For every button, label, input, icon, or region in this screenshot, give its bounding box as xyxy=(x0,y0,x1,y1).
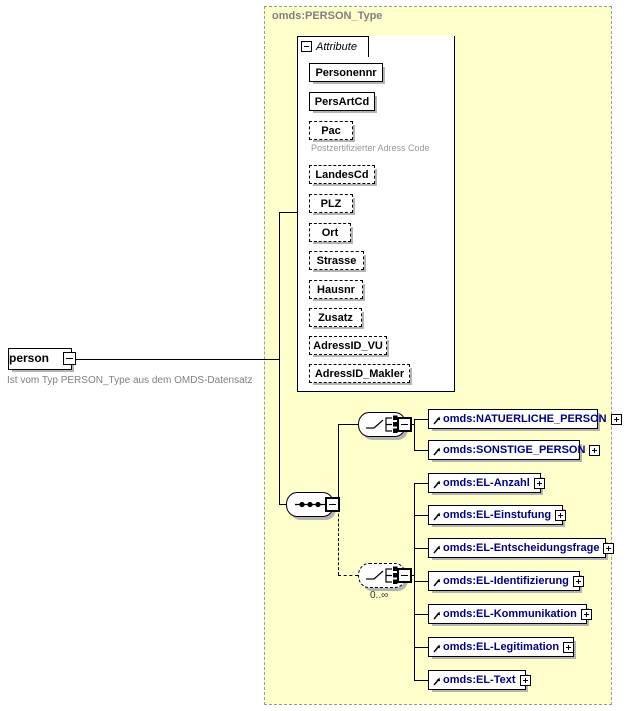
attribute-collapse-icon[interactable] xyxy=(301,41,312,52)
connector-line xyxy=(338,504,339,575)
connector-line xyxy=(414,483,428,484)
connector-line xyxy=(414,680,428,681)
root-collapse-icon[interactable] xyxy=(63,352,76,365)
reference-arrow-icon xyxy=(433,443,441,457)
element-expand-icon[interactable] xyxy=(533,477,545,489)
connector-line xyxy=(338,424,358,425)
attribute-strasse[interactable]: Strasse xyxy=(309,251,364,270)
connector-line xyxy=(414,450,428,451)
attribute-persartcd[interactable]: PersArtCd xyxy=(309,92,375,111)
element-expand-icon[interactable] xyxy=(580,608,592,620)
attribute-tab-label: Attribute xyxy=(316,40,357,53)
element-expand-icon[interactable] xyxy=(589,444,601,456)
element-ref-omds-el-legitimation[interactable]: omds:EL-Legitimation xyxy=(428,637,575,657)
attribute-landescd[interactable]: LandesCd xyxy=(309,165,375,184)
connector-line xyxy=(338,575,358,576)
reference-arrow-icon xyxy=(433,574,441,588)
reference-arrow-icon xyxy=(433,476,441,490)
element-ref-omds-el-kommunikation[interactable]: omds:EL-Kommunikation xyxy=(428,604,592,624)
root-element-description: Ist vom Typ PERSON_Type aus dem OMDS-Dat… xyxy=(7,375,253,386)
element-ref-omds-el-identifizierung[interactable]: omds:EL-Identifizierung xyxy=(428,571,584,591)
reference-arrow-icon xyxy=(433,412,441,426)
attribute-personennr[interactable]: Personennr xyxy=(309,63,383,82)
element-expand-icon[interactable] xyxy=(555,509,567,521)
element-ref-omds-el-text[interactable]: omds:EL-Text xyxy=(428,670,531,690)
connector-line xyxy=(414,614,428,615)
connector-line xyxy=(414,647,428,648)
connector-line xyxy=(338,424,339,504)
connector-line xyxy=(414,548,428,549)
element-expand-icon[interactable] xyxy=(563,641,575,653)
element-expand-icon[interactable] xyxy=(603,542,615,554)
connector-line xyxy=(279,504,286,505)
element-expand-icon[interactable] xyxy=(572,575,584,587)
reference-arrow-icon xyxy=(433,673,441,687)
element-ref-omds-el-einstufung[interactable]: omds:EL-Einstufung xyxy=(428,505,567,525)
reference-arrow-icon xyxy=(433,541,441,555)
element-ref-label: omds:NATUERLICHE_PERSON xyxy=(443,413,607,425)
element-expand-icon[interactable] xyxy=(519,674,531,686)
choice-el-collapse-icon[interactable] xyxy=(397,568,412,583)
element-ref-label: omds:EL-Kommunikation xyxy=(443,608,577,620)
choice-el-cardinality: 0..∞ xyxy=(370,590,389,601)
element-ref-omds-el-entscheidungsfrage[interactable]: omds:EL-Entscheidungsfrage xyxy=(428,538,615,558)
connector-line xyxy=(414,419,415,450)
element-ref-label: omds:EL-Einstufung xyxy=(443,509,552,521)
element-ref-label: omds:EL-Identifizierung xyxy=(443,575,569,587)
reference-arrow-icon xyxy=(433,640,441,654)
sequence-collapse-icon[interactable] xyxy=(325,497,340,512)
connector-line xyxy=(279,212,297,213)
element-ref-label: omds:EL-Entscheidungsfrage xyxy=(443,542,600,554)
connector-line xyxy=(412,424,414,425)
attribute-tab-seam xyxy=(298,56,368,58)
connector-line xyxy=(279,359,280,504)
attribute-plz[interactable]: PLZ xyxy=(309,194,353,213)
attribute-hausnr[interactable]: Hausnr xyxy=(309,280,363,299)
element-ref-omds-sonstige-person[interactable]: omds:SONSTIGE_PERSON xyxy=(428,440,601,460)
attribute-ort[interactable]: Ort xyxy=(309,223,351,242)
reference-arrow-icon xyxy=(433,607,441,621)
element-ref-label: omds:EL-Anzahl xyxy=(443,477,530,489)
complextype-label: omds:PERSON_Type xyxy=(272,10,383,22)
connector-line xyxy=(279,212,280,359)
element-ref-label: omds:SONSTIGE_PERSON xyxy=(443,444,586,456)
attribute-annotation-pac: Postzertifizierter Adress Code xyxy=(311,143,430,153)
connector-line xyxy=(76,359,279,360)
choice-person-collapse-icon[interactable] xyxy=(397,417,412,432)
connector-line xyxy=(414,515,428,516)
element-ref-label: omds:EL-Text xyxy=(443,674,516,686)
attribute-zusatz[interactable]: Zusatz xyxy=(309,308,362,327)
element-ref-label: omds:EL-Legitimation xyxy=(443,641,560,653)
connector-line xyxy=(414,581,428,582)
element-ref-omds-el-anzahl[interactable]: omds:EL-Anzahl xyxy=(428,473,545,493)
attribute-adressid_vu[interactable]: AdressID_VU xyxy=(309,336,387,355)
element-ref-omds-natuerliche-person[interactable]: omds:NATUERLICHE_PERSON xyxy=(428,409,622,429)
attribute-tab[interactable]: Attribute xyxy=(297,36,369,57)
connector-line xyxy=(412,575,414,576)
connector-line xyxy=(414,419,428,420)
root-element-label: person xyxy=(9,351,50,365)
element-expand-icon[interactable] xyxy=(610,413,622,425)
attribute-pac[interactable]: Pac xyxy=(309,121,353,140)
attribute-adressid_makler[interactable]: AdressID_Makler xyxy=(309,364,410,383)
reference-arrow-icon xyxy=(433,508,441,522)
